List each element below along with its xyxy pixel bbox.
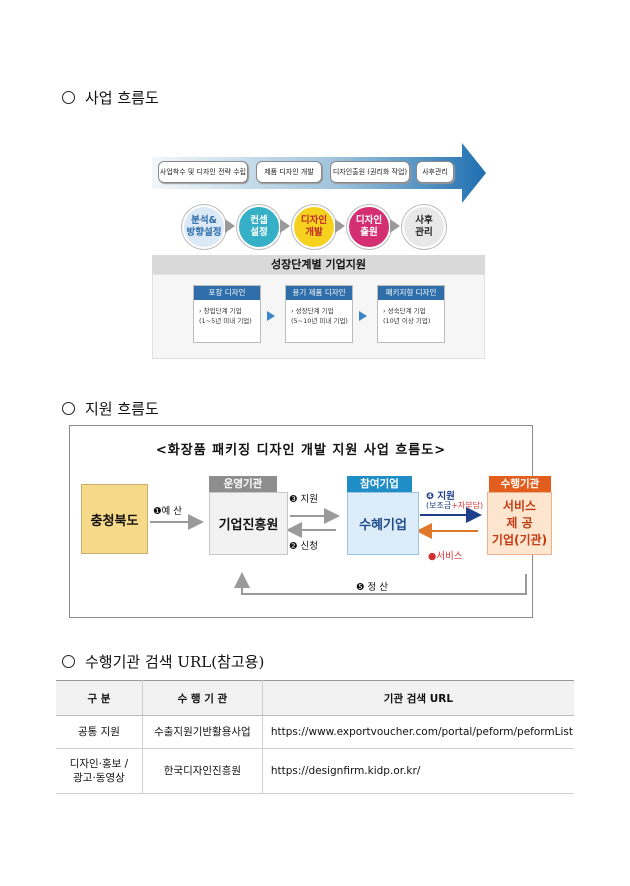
budget-label: ❶예 산 (153, 506, 183, 517)
cell-category: 공통 지원 (56, 715, 143, 749)
cell-vendor: 한국디자인진흥원 (142, 748, 263, 794)
cell-url-link[interactable]: https://designfirm.kidp.or.kr/ (262, 748, 574, 794)
cell-vendor: 수출지원기반활용사업 (142, 715, 263, 749)
support-flow-diagram: <화장품 패키징 디자인 개발 지원 사업 흐름도> 충청북도 ❶예 산 운영기… (69, 425, 552, 618)
diagram-title: <화장품 패키징 디자인 개발 지원 사업 흐름도> (155, 443, 447, 458)
stage-support-area: 포장 디자인 › 창업단계 기업 (1~5년 미내 기업) 용기 제품 디자인 … (152, 274, 485, 359)
circle-bullet-icon (62, 655, 75, 668)
section-heading-text: 수행기관 검색 URL(참고용) (85, 653, 265, 671)
table-row: 공통 지원 수출지원기반활용사업 https://www.exportvouch… (56, 715, 574, 749)
stage-desc-sub: (10년 이상 기업) (383, 317, 431, 325)
stage-support-title: 성장단계별 기업지원 (152, 255, 485, 274)
stage-title: 용기 제품 디자인 (286, 286, 352, 300)
operator-box: 기업진흥원 (209, 492, 288, 555)
service-label: ●서비스 (428, 551, 463, 562)
stage-desc: › 창업단계 기업 (1~5년 미내 기업) (194, 300, 260, 326)
phase-circle-filing: 디자인 출원 (347, 205, 391, 249)
circle-bullet-icon (62, 402, 75, 415)
section-heading-business-flow: 사업 흐름도 (62, 87, 159, 108)
chevron-right-icon (225, 219, 235, 233)
section-heading-vendor-url: 수행기관 검색 URL(참고용) (62, 651, 264, 672)
province-box: 충청북도 (81, 484, 148, 554)
settlement-label: ❺ 정 산 (356, 582, 389, 593)
stage-desc-sub: (1~5년 미내 기업) (199, 317, 252, 325)
vendor-header: 수행기관 (489, 476, 551, 492)
chevron-right-icon (335, 219, 345, 233)
participant-box: 수혜기업 (347, 492, 419, 555)
operator-header: 운영기관 (209, 476, 277, 492)
vendor-text: 서비스 제 공 기업(기관) (491, 499, 548, 547)
header-category: 구 분 (56, 680, 143, 716)
circle-bullet-icon (62, 91, 75, 104)
table-header-row: 구 분 수 행 기 관 기관 검색 URL (56, 680, 574, 716)
section-heading-text: 지원 흐름도 (85, 400, 159, 418)
stage-title: 포장 디자인 (194, 286, 260, 300)
cell-category: 디자인·홍보 / 광고·동영상 (56, 748, 143, 794)
step-pill-1: 사업착수 및 디자인 전략 수립 (158, 161, 248, 183)
step-pill-3: 디자인출원 (권리화 작업) (330, 161, 410, 183)
stage-desc-sub: (5~10년 미내 기업) (291, 317, 348, 325)
arrow-right-icon (267, 311, 275, 321)
vendor-support-sub-left: (보조금 (426, 501, 452, 510)
step-pill-2: 제품 디자인 개발 (256, 161, 322, 183)
stage-box-startup: 포장 디자인 › 창업단계 기업 (1~5년 미내 기업) (193, 285, 261, 343)
vendor-support-sub: (보조금+자부담) (426, 500, 483, 511)
stage-box-growth: 용기 제품 디자인 › 성장단계 기업 (5~10년 미내 기업) (285, 285, 353, 343)
phase-circle-aftercare: 사후 관리 (402, 205, 446, 249)
participant-header: 참여기업 (347, 476, 412, 492)
business-flow-diagram: 사업착수 및 디자인 전략 수립 제품 디자인 개발 디자인출원 (권리화 작업… (152, 143, 486, 359)
phase-circle-analysis: 분석& 방향설정 (182, 205, 226, 249)
cell-url-link[interactable]: https://www.exportvoucher.com/portal/pef… (262, 715, 574, 749)
section-heading-support-flow: 지원 흐름도 (62, 398, 159, 419)
stage-desc-line: › 성숙단계 기업 (383, 307, 426, 315)
chevron-right-icon (280, 219, 290, 233)
table-row: 디자인·홍보 / 광고·동영상 한국디자인진흥원 https://designf… (56, 748, 574, 794)
support-label: ❸ 지원 (289, 494, 319, 505)
step-pill-4: 사후관리 (416, 161, 454, 183)
stage-desc: › 성숙단계 기업 (10년 이상 기업) (378, 300, 444, 326)
stage-desc-line: › 성장단계 기업 (291, 307, 334, 315)
vendor-url-table: 구 분 수 행 기 관 기관 검색 URL 공통 지원 수출지원기반활용사업 h… (56, 680, 574, 794)
header-vendor: 수 행 기 관 (142, 680, 263, 716)
stage-box-mature: 패키지형 디자인 › 성숙단계 기업 (10년 이상 기업) (377, 285, 445, 343)
section-heading-text: 사업 흐름도 (85, 89, 159, 107)
apply-label: ❷ 신청 (289, 541, 319, 552)
vendor-support-label: ❹ 지원 (426, 491, 455, 502)
chevron-right-icon (390, 219, 400, 233)
flow-arrows (150, 507, 527, 595)
phase-circle-design: 디자인 개발 (292, 205, 336, 249)
stage-desc-line: › 창업단계 기업 (199, 307, 242, 315)
phase-circle-concept: 컨셉 설정 (237, 205, 281, 249)
arrow-right-icon (359, 311, 367, 321)
stage-title: 패키지형 디자인 (378, 286, 444, 300)
vendor-box: 서비스 제 공 기업(기관) (487, 492, 552, 555)
header-url: 기관 검색 URL (262, 680, 574, 716)
stage-desc: › 성장단계 기업 (5~10년 미내 기업) (286, 300, 352, 326)
vendor-support-sub-right: +자부담) (451, 501, 484, 510)
